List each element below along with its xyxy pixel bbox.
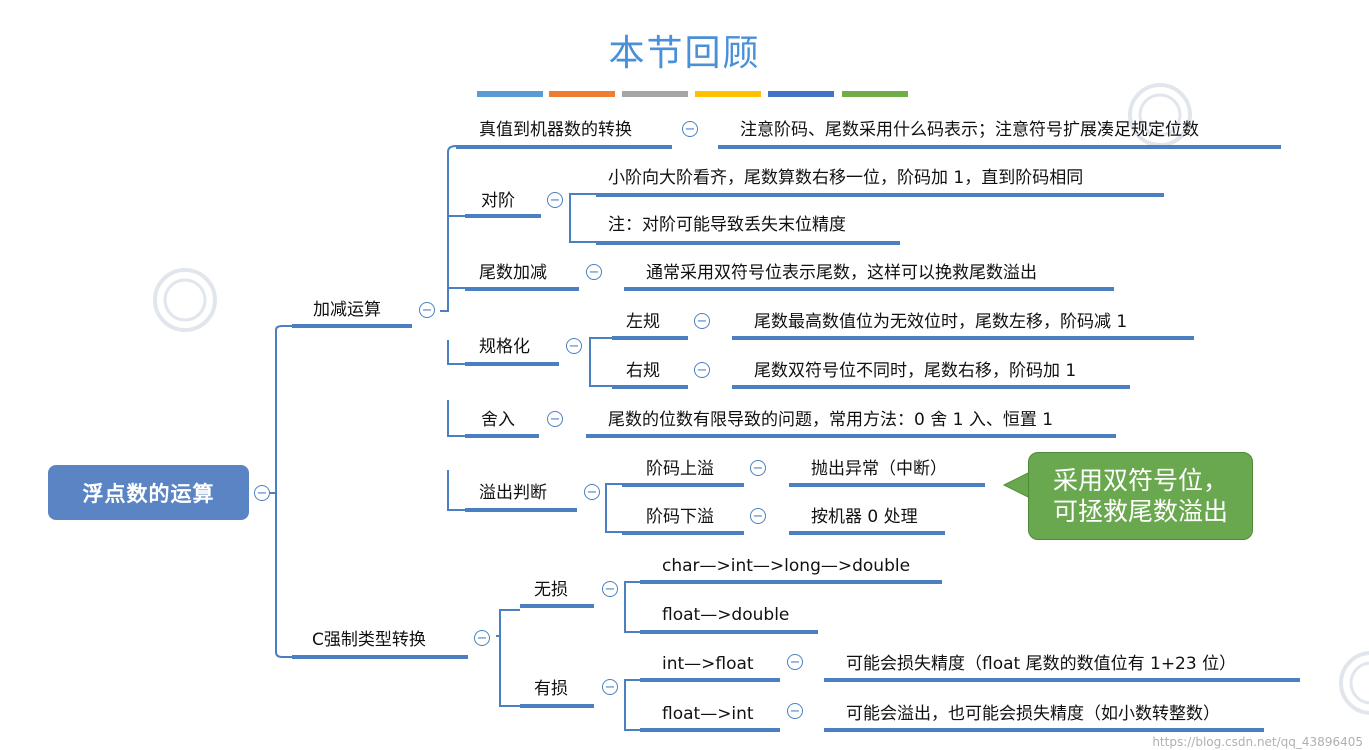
node-norm[interactable]: 规格化 — [479, 337, 530, 357]
node-add-sub[interactable]: 加减运算 — [313, 300, 381, 320]
collapse-toggle-lossy-1[interactable]: − — [787, 654, 803, 670]
node-underline — [718, 145, 1281, 149]
node-lossy-1[interactable]: int—>float — [662, 654, 754, 674]
node-underline — [596, 193, 1164, 197]
node-right[interactable]: 右规 — [626, 361, 660, 381]
page-title: 本节回顾 — [608, 33, 761, 74]
node-underline — [612, 336, 688, 340]
node-underline — [640, 728, 780, 732]
node-underline — [292, 655, 468, 659]
node-lossy-1-note: 可能会损失精度（float 尾数的数值位有 1+23 位） — [846, 654, 1237, 674]
collapse-toggle-right[interactable]: − — [694, 362, 710, 378]
node-round-note: 尾数的位数有限导致的问题，常用方法：0 舍 1 入、恒置 1 — [608, 410, 1054, 430]
node-underline — [465, 287, 579, 291]
node-underline — [622, 531, 744, 535]
node-underline — [596, 241, 900, 245]
collapse-toggle-add-sub[interactable]: − — [419, 302, 435, 318]
node-align[interactable]: 对阶 — [481, 191, 515, 211]
node-lossy[interactable]: 有损 — [534, 679, 568, 699]
node-ovf-down[interactable]: 阶码下溢 — [646, 507, 714, 527]
node-cast[interactable]: C强制类型转换 — [312, 630, 426, 650]
collapse-toggle-norm[interactable]: − — [566, 338, 582, 354]
node-underline — [465, 214, 541, 218]
collapse-toggle-align[interactable]: − — [547, 192, 563, 208]
callout-line-1: 采用双符号位， — [1052, 466, 1228, 495]
title-bar-1 — [477, 91, 543, 97]
node-mant-note: 通常采用双符号位表示尾数，这样可以挽救尾数溢出 — [646, 263, 1037, 283]
node-lossless-2: float—>double — [662, 605, 790, 625]
node-underline — [465, 434, 539, 438]
node-underline — [789, 483, 985, 487]
collapse-toggle-cast[interactable]: − — [474, 630, 490, 646]
node-lossless-1: char—>int—>long—>double — [662, 556, 911, 576]
collapse-toggle-lossless[interactable]: − — [602, 581, 618, 597]
node-left-note: 尾数最高数值位为无效位时，尾数左移，阶码减 1 — [754, 312, 1128, 332]
node-left[interactable]: 左规 — [626, 312, 660, 332]
node-underline — [824, 678, 1300, 682]
node-underline — [465, 508, 577, 512]
title-bar-6 — [842, 91, 908, 97]
node-underline — [789, 531, 945, 535]
node-underline — [586, 434, 1116, 438]
collapse-toggle-round[interactable]: − — [547, 411, 563, 427]
title-bar-3 — [622, 91, 688, 97]
node-underline — [824, 728, 1264, 732]
node-lossy-2-note: 可能会溢出，也可能会损失精度（如小数转整数） — [846, 704, 1220, 724]
node-underline — [612, 385, 688, 389]
source-url: https://blog.csdn.net/qq_43896405 — [1152, 735, 1363, 749]
node-ovf-up[interactable]: 阶码上溢 — [646, 459, 714, 479]
node-right-note: 尾数双符号位不同时，尾数右移，阶码加 1 — [754, 361, 1077, 381]
node-ovf[interactable]: 溢出判断 — [479, 483, 547, 503]
collapse-toggle-left[interactable]: − — [694, 313, 710, 329]
root-node[interactable]: 浮点数的运算 — [48, 465, 249, 520]
node-underline — [520, 604, 594, 608]
node-conv[interactable]: 真值到机器数的转换 — [479, 120, 632, 140]
callout-line-2: 可拯救尾数溢出 — [1052, 497, 1228, 526]
node-lossy-2[interactable]: float—>int — [662, 704, 754, 724]
node-ovf-down-note: 按机器 0 处理 — [811, 507, 918, 527]
collapse-toggle-lossy[interactable]: − — [602, 679, 618, 695]
node-underline — [292, 324, 412, 328]
title-bar-4 — [695, 91, 761, 97]
node-round[interactable]: 舍入 — [481, 410, 515, 430]
node-underline — [624, 287, 1114, 291]
title-bar-5 — [768, 91, 834, 97]
node-underline — [465, 362, 559, 366]
node-lossless[interactable]: 无损 — [534, 580, 568, 600]
node-ovf-up-note: 抛出异常（中断） — [811, 459, 947, 479]
node-conv-note: 注意阶码、尾数采用什么码表示；注意符号扩展凑足规定位数 — [740, 120, 1199, 140]
collapse-toggle-root[interactable]: − — [254, 485, 270, 501]
node-underline — [520, 704, 594, 708]
node-mant[interactable]: 尾数加减 — [479, 263, 547, 283]
collapse-toggle-conv[interactable]: − — [682, 121, 698, 137]
node-underline — [732, 385, 1130, 389]
collapse-toggle-ovf[interactable]: − — [584, 484, 600, 500]
collapse-toggle-lossy-2[interactable]: − — [787, 703, 803, 719]
node-align-2: 注：对阶可能导致丢失末位精度 — [608, 215, 846, 235]
node-underline — [640, 678, 780, 682]
node-underline — [732, 336, 1194, 340]
root-label: 浮点数的运算 — [82, 481, 215, 506]
node-underline — [640, 580, 942, 584]
title-bar-2 — [549, 91, 615, 97]
node-align-1: 小阶向大阶看齐，尾数算数右移一位，阶码加 1，直到阶码相同 — [608, 168, 1084, 188]
node-underline — [456, 145, 672, 149]
node-underline — [640, 630, 818, 634]
callout-note: 采用双符号位， 可拯救尾数溢出 — [1028, 452, 1253, 540]
collapse-toggle-ovf-up[interactable]: − — [750, 460, 766, 476]
collapse-toggle-ovf-down[interactable]: − — [750, 508, 766, 524]
collapse-toggle-mant[interactable]: − — [586, 264, 602, 280]
node-underline — [622, 483, 744, 487]
